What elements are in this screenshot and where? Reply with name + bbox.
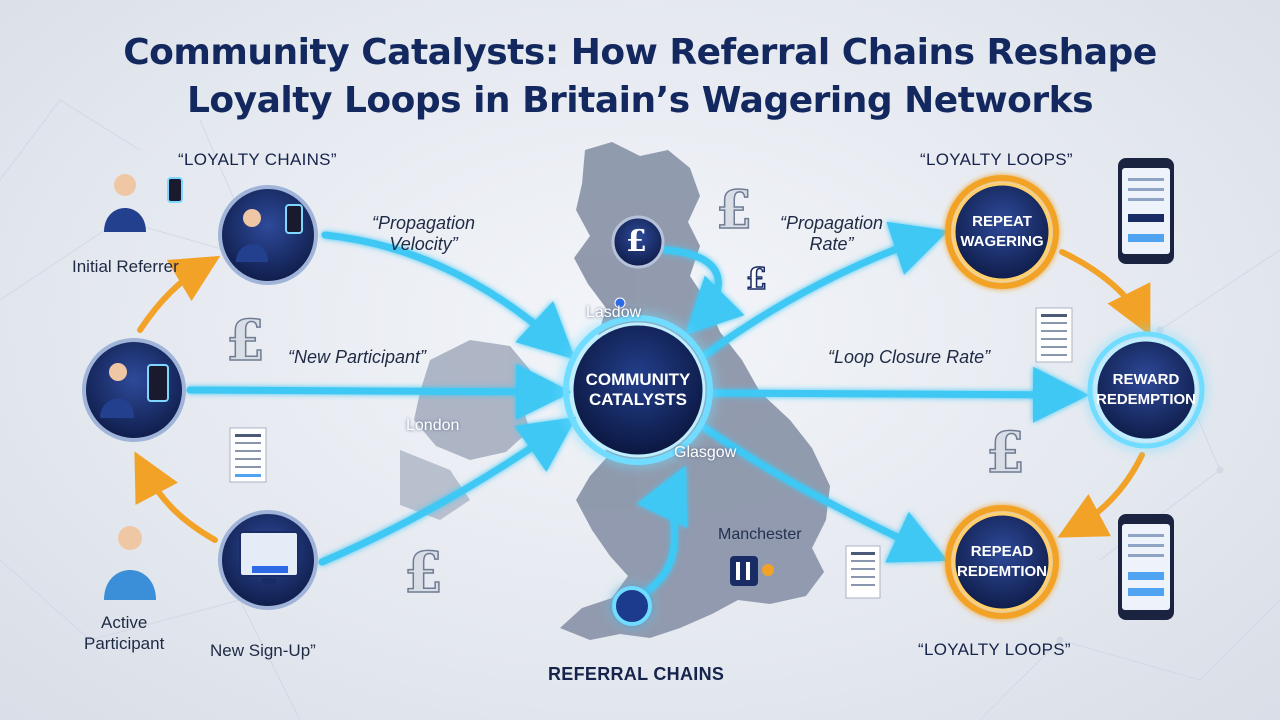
receipt-right-bottom [845, 545, 881, 599]
city-london: London [406, 417, 460, 434]
flow-pound-to-center [661, 246, 745, 335]
initial-referrer-node [218, 185, 318, 285]
receipt-left [229, 427, 267, 483]
pound-symbol-1: £ [715, 179, 753, 242]
repead-redemtion-text: REPEAD REDEMTION [957, 543, 1047, 580]
propagation-rate-label: “Propagation Rate” [780, 213, 884, 254]
city-glasgow: Glasgow [674, 444, 737, 461]
pound-coin-symbol: £ [626, 224, 647, 259]
flow-center-to-reward [706, 366, 1089, 423]
repead-redemtion-node [945, 505, 1059, 619]
manchester-badge-icon [730, 556, 774, 586]
flow-center-to-repeat [701, 221, 949, 359]
pound-symbol-3: £ [225, 307, 265, 375]
flow-signup-to-participant [134, 451, 218, 543]
flow-participant-to-initial [137, 255, 221, 333]
pound-symbol-2: £ [745, 261, 767, 298]
loyalty-chains-label: “LOYALTY CHAINS” [178, 150, 337, 169]
active-person-icon [104, 526, 156, 600]
blue-flows [186, 221, 1089, 604]
initial-referrer-label: Initial Referrer [72, 257, 179, 276]
pound-symbol-4: £ [403, 539, 443, 607]
referral-origin-dot [612, 586, 652, 626]
phone-bottom-right [1118, 514, 1174, 620]
reward-redemption-node [1087, 331, 1205, 449]
flow-initial-to-center [321, 231, 576, 360]
flow-center-to-repead [701, 424, 948, 563]
new-sign-up-label: New Sign-Up” [210, 641, 316, 660]
propagation-velocity-label: “Propagation Velocity” [372, 213, 476, 254]
repeat-wagering-text: REPEAT WAGERING [960, 213, 1044, 250]
repeat-wagering-node [945, 175, 1059, 289]
flow-participant-to-center [186, 363, 572, 420]
title-line-2: Loyalty Loops in Britain’s Wagering Netw… [186, 80, 1094, 121]
lasgow-marker [614, 297, 626, 309]
receipt-right-top [1035, 307, 1073, 363]
flow-referral-to-center [631, 465, 688, 604]
flow-repeat-to-reward [1059, 249, 1151, 336]
flow-signup-to-center [318, 417, 577, 566]
active-participant-label: Active Participant [84, 613, 165, 653]
city-lasgow: Lasdow [586, 304, 642, 321]
community-catalysts-node [563, 315, 713, 465]
referrer-person-icon [104, 174, 183, 232]
orange-flows [134, 249, 1151, 543]
loyalty-loops-bottom-label: “LOYALTY LOOPS” [918, 640, 1071, 659]
flow-reward-to-repead [1057, 452, 1145, 538]
loop-closure-rate-label: “Loop Closure Rate” [828, 347, 991, 367]
referral-chains-label: REFERRAL CHAINS [548, 664, 725, 684]
city-manchester: Manchester [718, 526, 802, 543]
title-line-1: Community Catalysts: How Referral Chains… [123, 32, 1157, 73]
reward-redemption-text: REWARD REDEMPTION [1095, 371, 1196, 408]
loyalty-loops-top-label: “LOYALTY LOOPS” [920, 150, 1073, 169]
pound-symbol-5: £ [985, 419, 1025, 487]
pound-coin [611, 215, 665, 269]
active-participant-node [82, 338, 186, 442]
center-node-text: COMMUNITY CATALYSTS [585, 370, 691, 409]
phone-top-right [1118, 158, 1174, 264]
new-participant-label: “New Participant” [288, 347, 427, 367]
new-sign-up-node [218, 510, 318, 610]
